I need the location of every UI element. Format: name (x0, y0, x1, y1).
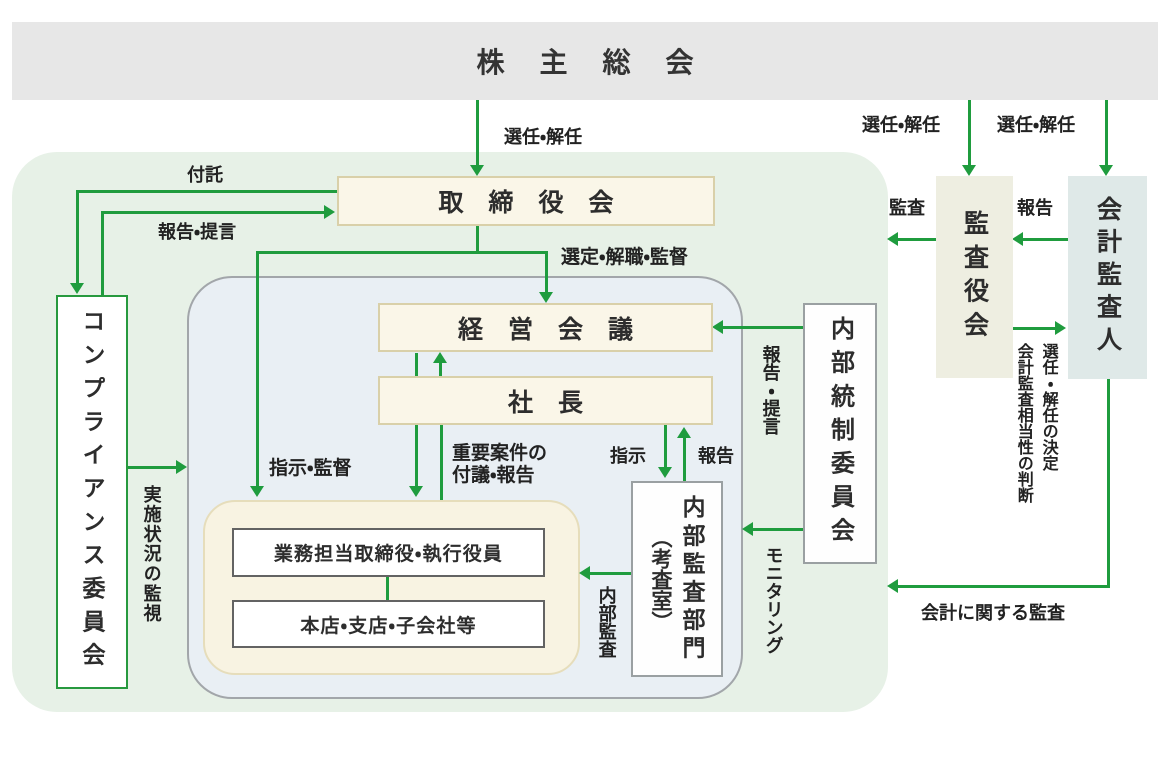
compliance-committee-label: コンプライアンス委員会 (79, 308, 105, 676)
label-report-proposal-left: 報告・提言 (158, 222, 237, 242)
label-instruct-supervise: 指示・監督 (269, 458, 352, 479)
line-board-council-v (545, 251, 548, 294)
president-box: 社長 (378, 376, 713, 425)
arrowhead-auditdept-operations (579, 566, 590, 580)
label-appoint-dismiss-accauditor: 選任・解任 (997, 115, 1076, 135)
line-compliance-execution (128, 466, 178, 469)
arrowhead-auditboard-accauditor (1055, 321, 1066, 335)
label-important-matters: 重要案件の 付議・報告 (452, 443, 547, 487)
internal-audit-dept-label: 内部監査部門 (679, 494, 705, 664)
line-accauditor-accounting-v (1107, 379, 1110, 587)
line-board-branch-stem (476, 226, 479, 254)
arrowhead-compliance-board (324, 205, 335, 219)
label-select-dismiss-supervise: 選定・解職・監督 (561, 247, 688, 268)
label-monitoring: モニタリング (763, 546, 784, 654)
line-auditdept-president-up (683, 437, 686, 481)
compliance-committee-box: コンプライアンス委員会 (56, 295, 128, 689)
audit-board-label: 監査役会 (960, 209, 989, 345)
line-council-president-down (415, 353, 418, 376)
accounting-auditor-box: 会計監査人 (1068, 176, 1147, 379)
operations-group (203, 500, 580, 675)
internal-audit-dept-box: 内部監査部門 （考査室） (631, 481, 723, 677)
line-icc-council (722, 326, 803, 329)
label-important-matters-line2: 付議・報告 (452, 465, 535, 486)
arrowhead-auditboard-audit (887, 232, 898, 246)
label-instruction: 指示 (610, 446, 646, 466)
label-report-auditboard: 報告 (1017, 198, 1053, 218)
line-shareholders-accauditor (1105, 100, 1108, 166)
label-audit: 監査 (889, 198, 925, 218)
arrowhead-board-compliance (70, 283, 84, 294)
arrowhead-shareholders-accauditor (1099, 165, 1113, 176)
arrowhead-accauditor-auditboard (1012, 232, 1023, 246)
line-president-operations-down (415, 425, 418, 487)
label-accounting-audit: 会計に関する監査 (921, 603, 1065, 623)
line-president-auditdept-down (664, 425, 667, 469)
line-board-compliance-v (76, 190, 79, 285)
arrowhead-president-council (433, 352, 447, 363)
audit-board-box: 監査役会 (936, 176, 1013, 378)
label-entrustment: 付託 (187, 165, 223, 185)
internal-audit-dept-sub-label: （考査室） (649, 526, 672, 632)
label-report-proposal-right: 報告・提言 (760, 345, 781, 435)
line-operations-president-up (440, 425, 443, 500)
label-implementation-monitoring: 実施状況の監視 (141, 485, 162, 624)
line-compliance-board-v (101, 211, 104, 295)
internal-control-committee-label: 内部統制委員会 (826, 315, 854, 552)
arrowhead-compliance-execution (176, 460, 187, 474)
line-executives-offices (386, 577, 389, 600)
line-president-council-up (439, 357, 442, 376)
line-compliance-board-h (101, 211, 324, 214)
label-accounting-audit-adequacy: 会計監査相当性の判断 (1014, 343, 1032, 503)
management-council-label: 経営会議 (457, 315, 658, 344)
accounting-auditor-label: 会計監査人 (1093, 196, 1122, 359)
line-auditboard-audit (897, 238, 936, 241)
board-of-directors-label: 取締役会 (438, 189, 639, 217)
executive-directors-box: 業務担当取締役・執行役員 (232, 528, 545, 577)
president-label: 社長 (507, 388, 608, 417)
arrowhead-president-operations (409, 486, 423, 497)
offices-box: 本店・支店・子会社等 (232, 600, 545, 648)
label-appoint-dismiss-decision: 選任・解任の決定 (1039, 343, 1057, 471)
line-shareholders-auditboard (968, 100, 971, 166)
internal-control-committee-box: 内部統制委員会 (803, 303, 877, 564)
arrowhead-shareholders-auditboard (962, 165, 976, 176)
arrowhead-board-operations (250, 486, 264, 497)
executive-directors-label: 業務担当取締役・執行役員 (273, 544, 504, 565)
label-appointment-decision-group: 選任・解任の決定 会計監査相当性の判断 (1010, 343, 1060, 503)
label-internal-audit: 内部監査 (596, 586, 617, 658)
label-important-matters-line1: 重要案件の (452, 443, 548, 464)
arrowhead-shareholders-board (470, 165, 484, 176)
arrowhead-auditdept-president (677, 427, 691, 438)
arrowhead-president-auditdept (658, 467, 672, 478)
board-of-directors-box: 取締役会 (337, 176, 715, 226)
line-board-branch-h (256, 251, 548, 254)
shareholders-meeting-label: 株主総会 (476, 47, 729, 78)
shareholders-meeting-box: 株主総会 (12, 22, 1158, 100)
line-shareholders-board (476, 100, 479, 166)
internal-audit-dept-text: 内部監査部門 （考査室） (645, 489, 709, 669)
label-appoint-dismiss-board: 選任・解任 (504, 127, 583, 147)
arrowhead-board-council (539, 292, 553, 303)
arrowhead-icc-council (712, 320, 723, 334)
line-auditboard-accauditor (1013, 327, 1057, 330)
line-icc-monitoring (752, 528, 803, 531)
line-board-operations-v (256, 251, 259, 488)
arrowhead-accauditor-accounting (887, 579, 898, 593)
line-board-compliance-h (76, 190, 337, 193)
offices-label: 本店・支店・子会社等 (300, 615, 477, 637)
line-accauditor-auditboard (1022, 238, 1068, 241)
line-accauditor-accounting-h (897, 585, 1110, 588)
arrowhead-icc-monitoring (742, 522, 753, 536)
management-council-box: 経営会議 (378, 303, 713, 352)
line-auditdept-operations (589, 572, 631, 575)
label-appoint-dismiss-auditboard: 選任・解任 (862, 115, 941, 135)
label-report-auditdept: 報告 (698, 446, 734, 466)
